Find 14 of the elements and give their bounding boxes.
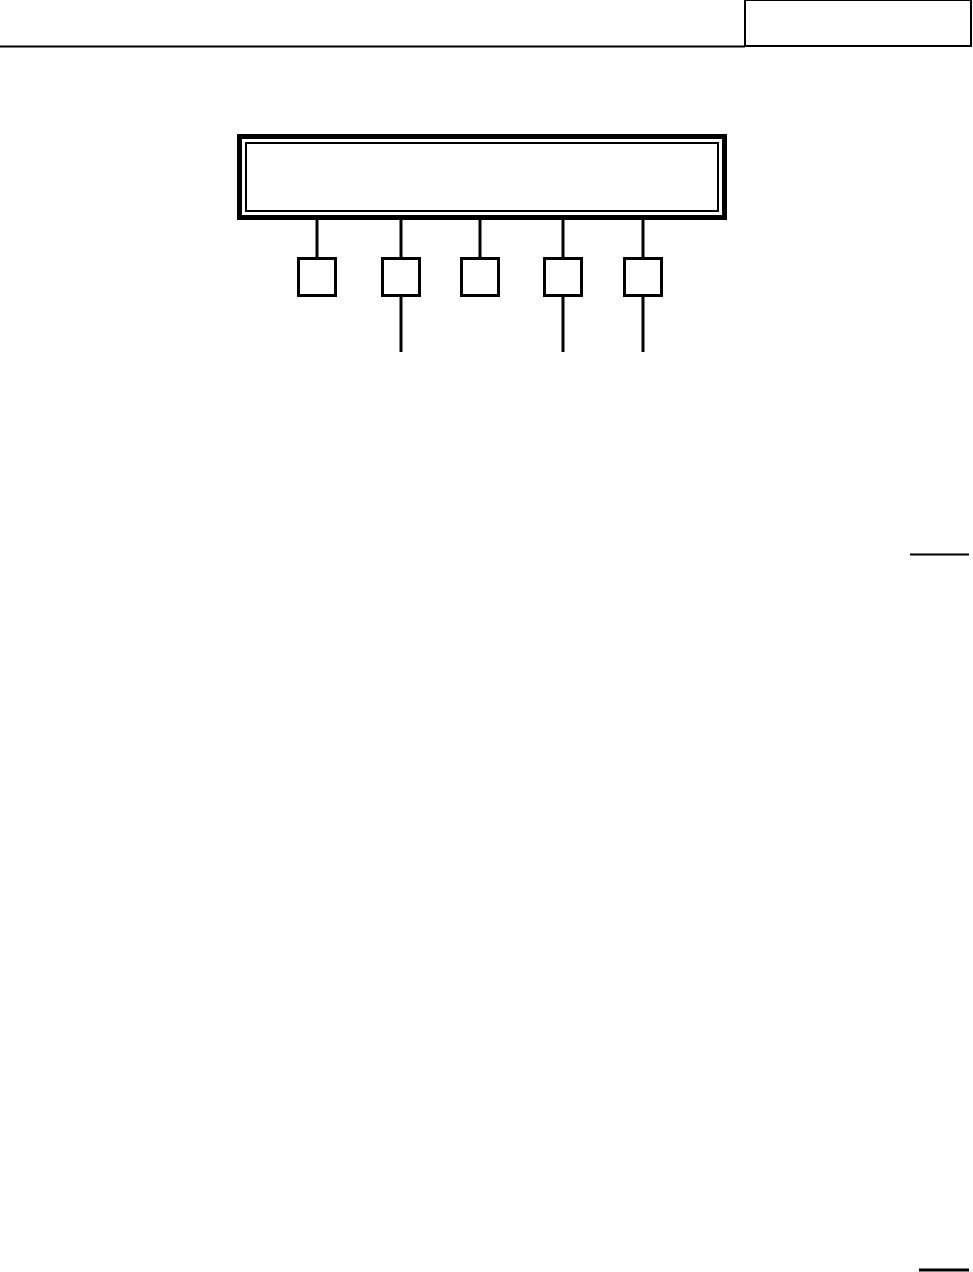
key-box xyxy=(381,257,421,297)
connector-line xyxy=(641,220,645,257)
key-box xyxy=(623,257,663,297)
connector-line xyxy=(315,220,319,257)
connector-line xyxy=(399,220,403,257)
leader-line xyxy=(641,297,645,352)
key-box xyxy=(297,257,337,297)
key-box xyxy=(460,257,500,297)
leader-line xyxy=(399,297,403,352)
connector-line xyxy=(478,220,482,257)
key-box xyxy=(543,257,583,297)
leader-line xyxy=(561,297,565,352)
connector-line xyxy=(561,220,565,257)
display-panel xyxy=(237,134,727,220)
